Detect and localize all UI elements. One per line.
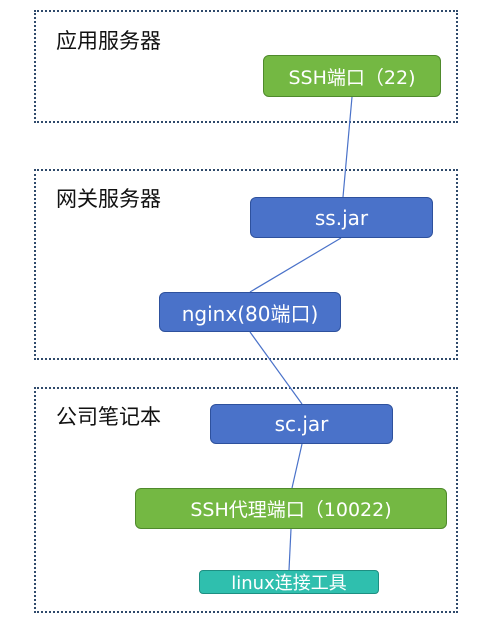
zone-app-server-label: 应用服务器 xyxy=(56,29,161,53)
nginx-node: nginx(80端口) xyxy=(159,292,341,332)
ss-jar-label: ss.jar xyxy=(314,205,369,230)
zone-app-server xyxy=(34,10,458,123)
sc-jar-node: sc.jar xyxy=(210,404,393,444)
nginx-label: nginx(80端口) xyxy=(181,301,319,326)
ss-jar-node: ss.jar xyxy=(250,197,433,238)
sc-jar-label: sc.jar xyxy=(274,412,329,436)
zone-company-laptop xyxy=(34,387,458,613)
zone-gateway-server xyxy=(34,169,458,360)
zone-company-laptop-label: 公司笔记本 xyxy=(56,405,161,429)
ssh-proxy-port-node: SSH代理端口（10022) xyxy=(135,488,447,529)
linux-tool-node: linux连接工具 xyxy=(199,570,379,594)
ssh-proxy-port-label: SSH代理端口（10022) xyxy=(190,499,392,521)
zone-gateway-server-label: 网关服务器 xyxy=(56,187,161,211)
ssh-port-node: SSH端口（22) xyxy=(263,55,441,97)
linux-tool-label: linux连接工具 xyxy=(231,573,347,594)
ssh-port-label: SSH端口（22) xyxy=(288,66,416,89)
